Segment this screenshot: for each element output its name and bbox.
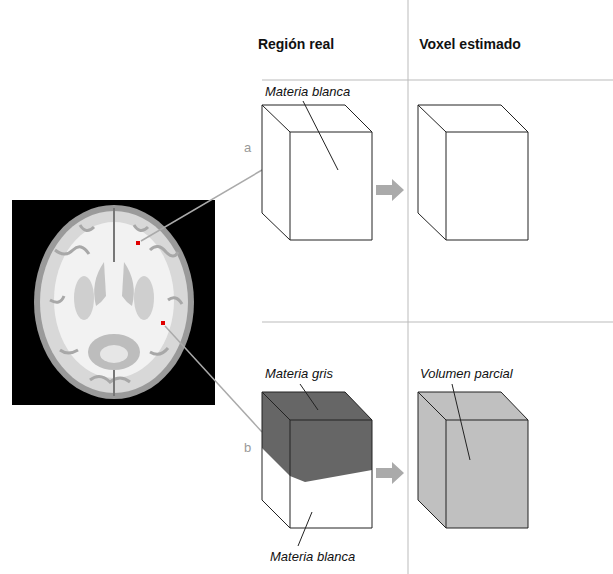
voxel-marker	[136, 241, 140, 245]
leader-line	[141, 170, 262, 241]
voxel-cube	[262, 392, 372, 528]
leader-line	[303, 101, 338, 170]
column-header: Voxel estimado	[419, 36, 521, 52]
callout-letter: b	[244, 440, 251, 456]
tissue-label: Materia gris	[265, 366, 333, 382]
leader-line	[165, 326, 262, 432]
row-divider	[262, 80, 613, 81]
arrow-symbol	[376, 179, 404, 201]
mri-background	[12, 200, 215, 405]
leader-line	[298, 512, 312, 546]
callout-letter: a	[244, 140, 251, 156]
tissue-label: Materia blanca	[270, 549, 355, 565]
voxel-marker	[161, 321, 165, 325]
voxel-cube	[418, 105, 528, 240]
voxel-cube	[262, 105, 372, 240]
row-divider	[262, 322, 613, 323]
leader-line	[300, 384, 318, 410]
brain-slice	[34, 205, 194, 399]
column-header: Región real	[258, 36, 334, 52]
column-divider	[408, 0, 409, 574]
arrow-symbol	[376, 462, 404, 484]
leader-line	[452, 384, 470, 460]
tissue-label: Materia blanca	[265, 84, 350, 100]
voxel-cube	[418, 392, 528, 528]
tissue-label: Volumen parcial	[420, 366, 513, 382]
